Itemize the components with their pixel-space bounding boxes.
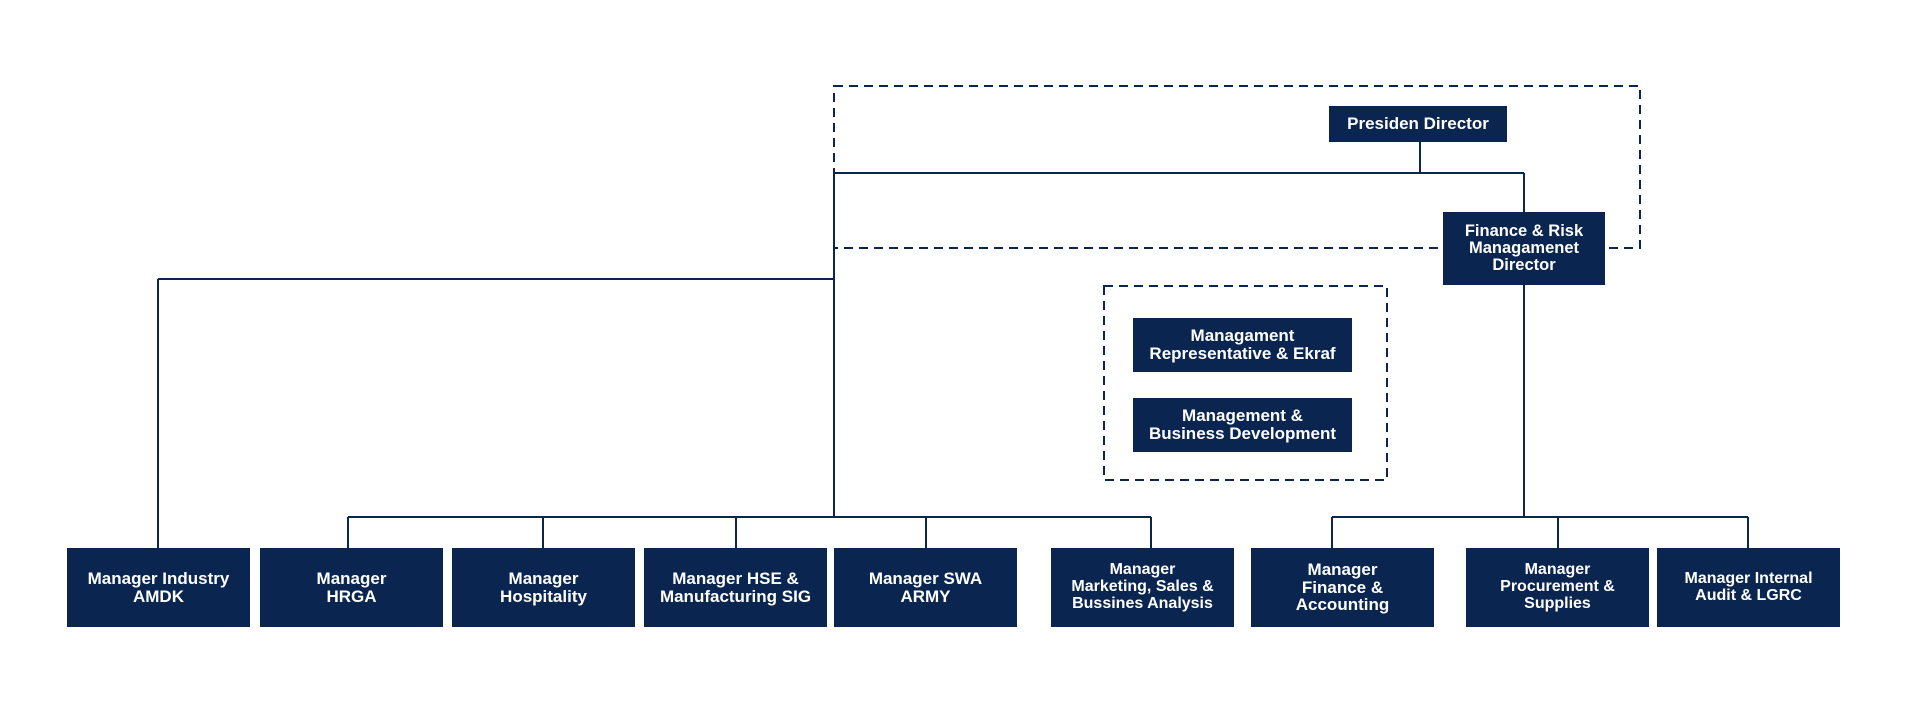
manager-marketing-sales-label: Manager Marketing, Sales & Bussines Anal… [1071,561,1214,612]
manager-marketing-sales-box: Manager Marketing, Sales & Bussines Anal… [1051,548,1234,627]
manager-procurement-supplies-label: Manager Procurement & Supplies [1500,561,1615,612]
manager-hrga-label: Manager HRGA [316,568,387,606]
presiden-director-label: Presiden Director [1347,114,1489,134]
manager-swa-army-label: Manager SWA ARMY [868,568,983,606]
manager-swa-army-box: Manager SWA ARMY [834,548,1017,627]
manager-industry-amdk-label: Manager Industry AMDK [87,568,230,606]
staff-units-dashed-frame [1103,285,1388,481]
manager-hse-manufacturing-box: Manager HSE & Manufacturing SIG [644,548,827,627]
manager-internal-audit-box: Manager Internal Audit & LGRC [1657,548,1840,627]
presiden-director-box: Presiden Director [1329,106,1507,142]
manager-industry-amdk-box: Manager Industry AMDK [67,548,250,627]
business-development-box: Management & Business Development [1133,398,1352,452]
manager-procurement-supplies-box: Manager Procurement & Supplies [1466,548,1649,627]
finance-risk-director-label: Finance & Risk Managamenet Director [1464,221,1584,275]
manager-hrga-box: Manager HRGA [260,548,443,627]
directors-dashed-frame [833,85,1641,249]
business-development-label: Management & Business Development [1148,406,1337,443]
manager-hospitality-box: Manager Hospitality [452,548,635,627]
manager-hospitality-label: Manager Hospitality [500,568,587,606]
manager-internal-audit-label: Manager Internal Audit & LGRC [1684,569,1813,604]
management-representative-box: Managament Representative & Ekraf [1133,318,1352,372]
manager-finance-accounting-label: Manager Finance & Accounting [1295,559,1390,615]
finance-risk-director-box: Finance & Risk Managamenet Director [1443,212,1605,285]
management-representative-label: Managament Representative & Ekraf [1149,326,1336,363]
manager-hse-manufacturing-label: Manager HSE & Manufacturing SIG [659,568,812,606]
manager-finance-accounting-box: Manager Finance & Accounting [1251,548,1434,627]
